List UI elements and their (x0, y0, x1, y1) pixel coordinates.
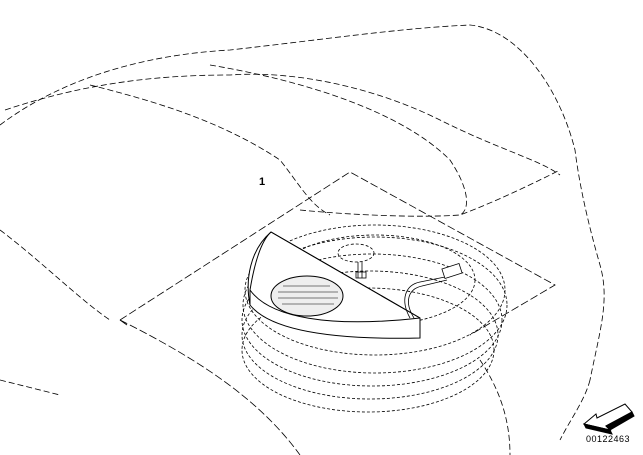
speaker-cable (404, 262, 463, 319)
panel-corner (119, 319, 128, 326)
mounting-bolt (337, 243, 375, 279)
car-body-outline (0, 24, 605, 455)
speaker-enclosure (247, 231, 421, 339)
diagram-id-label: 00122463 (586, 434, 631, 444)
trunk-floor-panel (119, 171, 556, 455)
part-callout-1[interactable]: 1 (259, 176, 266, 188)
direction-arrow-icon (582, 403, 635, 435)
